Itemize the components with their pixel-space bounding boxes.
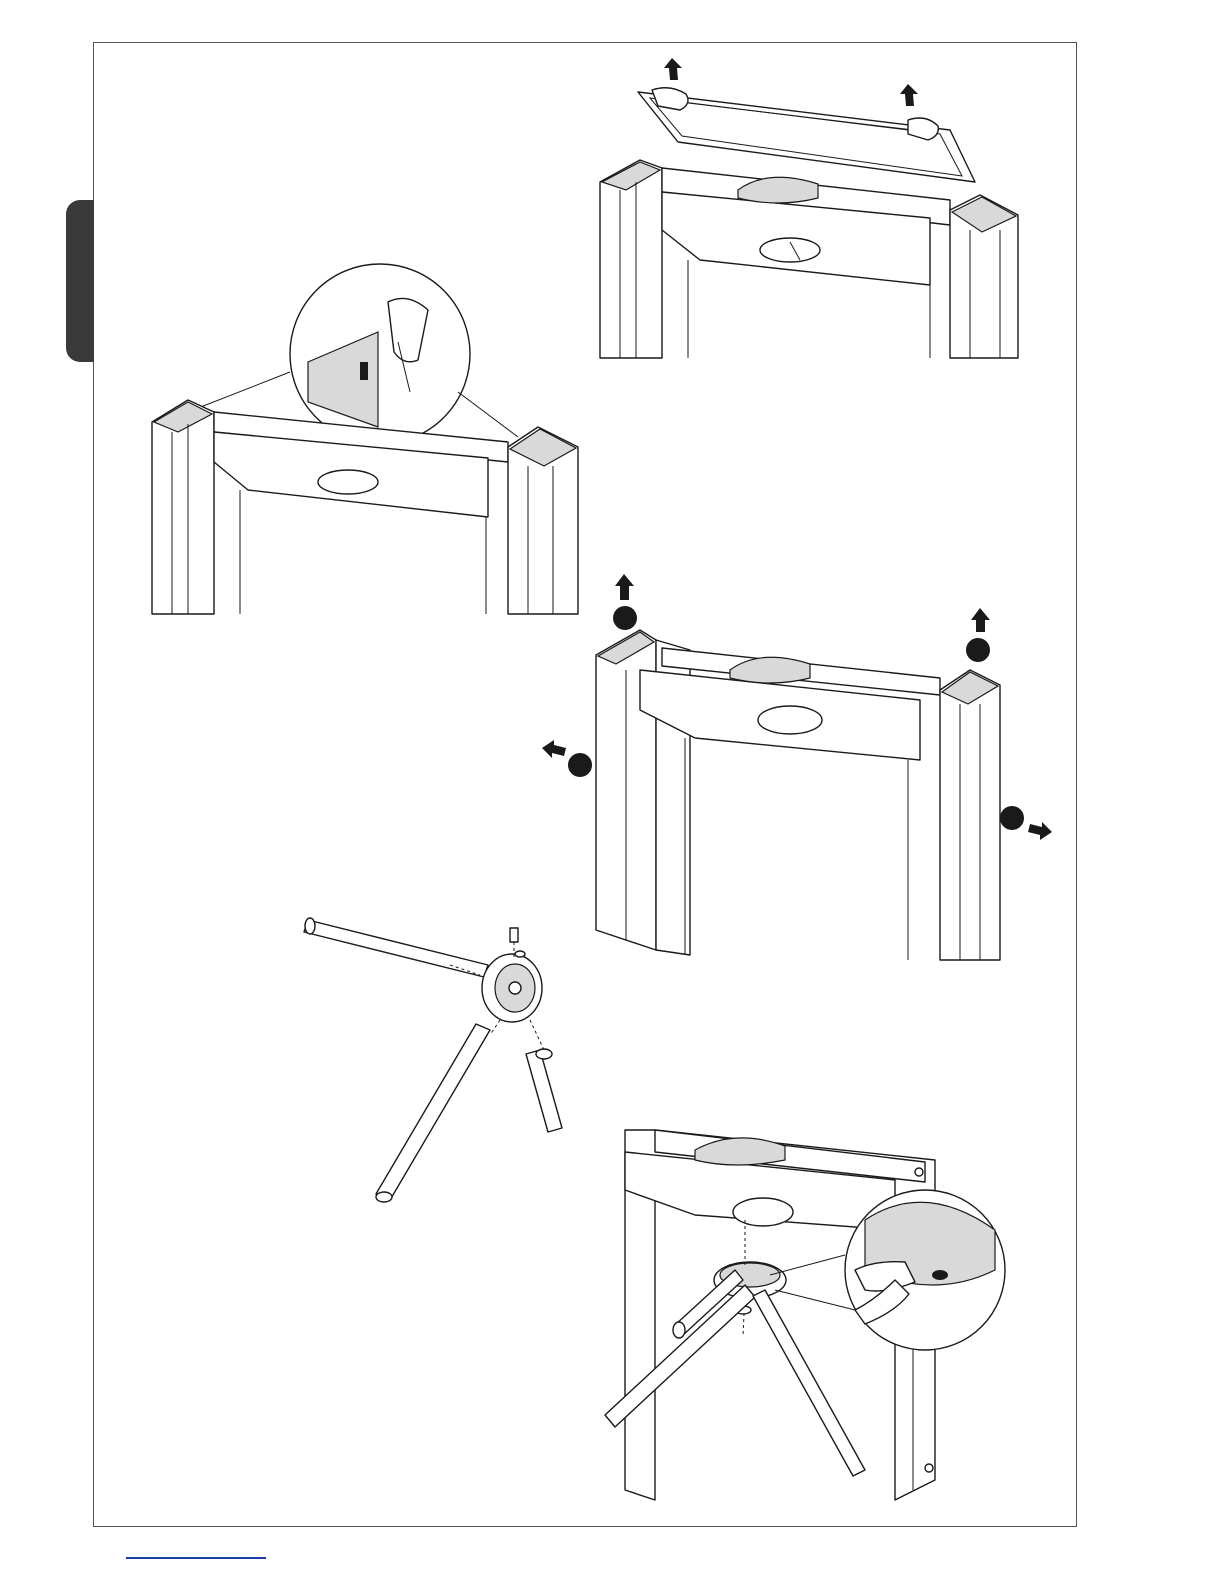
arrow-right-icon <box>1028 822 1052 840</box>
lift-arrow-icon <box>900 84 918 106</box>
footer-rule <box>126 1557 266 1559</box>
side-panels-illustration <box>540 570 1060 965</box>
arrow-up-icon <box>615 574 634 600</box>
arrow-left-icon <box>542 740 566 758</box>
lift-arrow-icon <box>664 58 682 80</box>
connector-detail-illustration <box>148 262 578 622</box>
tripod-arms-illustration <box>300 910 590 1210</box>
arrow-up-icon <box>971 608 990 632</box>
step-marker <box>1000 806 1024 830</box>
language-tab <box>66 200 94 362</box>
step-marker <box>568 753 592 777</box>
step-marker <box>613 606 637 630</box>
step-marker <box>966 638 990 662</box>
tripod-mounting-illustration <box>595 1120 1015 1520</box>
top-cover-lift-illustration <box>590 50 1040 370</box>
